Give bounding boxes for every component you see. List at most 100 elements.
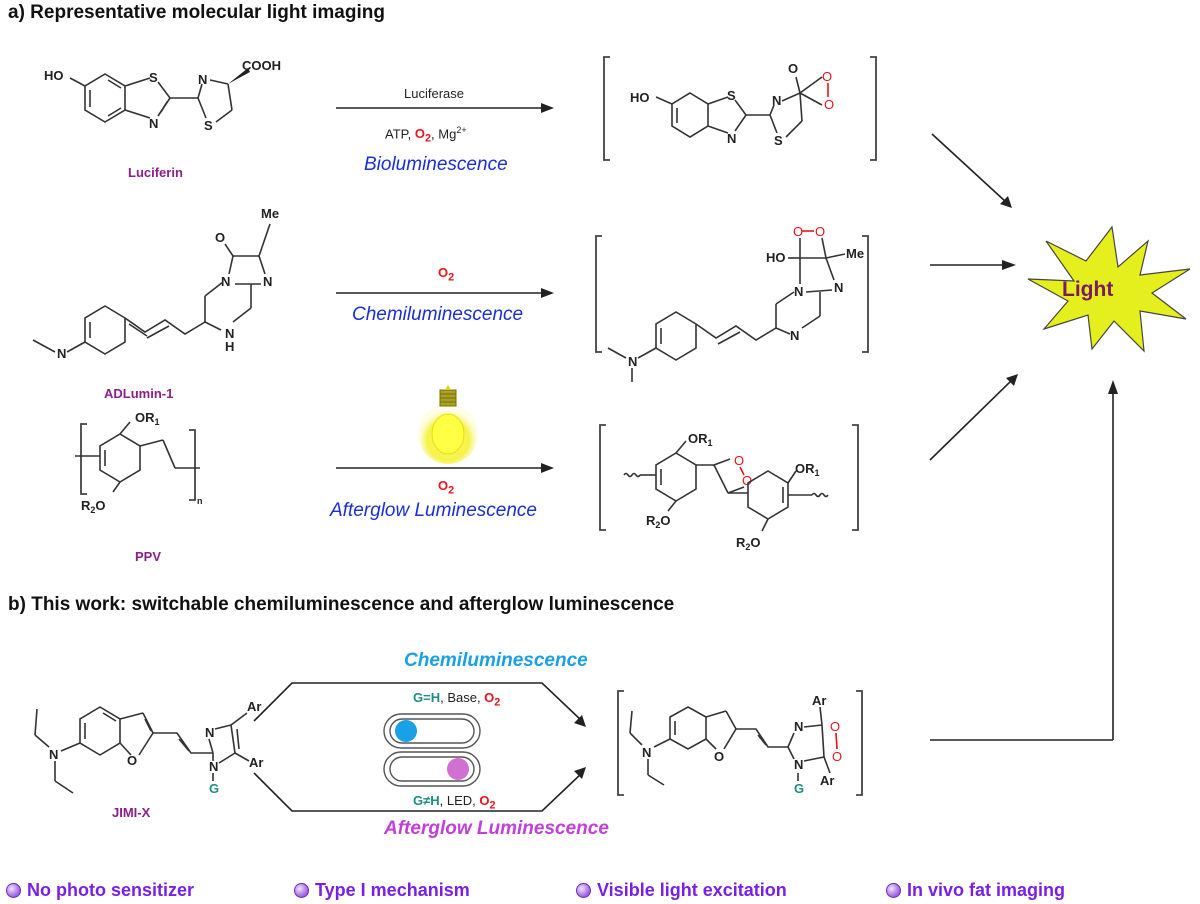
bullet-icon — [294, 883, 309, 898]
ppv-dioxetane-intermediate: OR1 R2O O O OR1 R2O — [599, 424, 859, 552]
atom-label: N — [57, 346, 66, 360]
atom-cooh: COOH — [242, 58, 281, 73]
jimi-x-structure: O N N Ar Ar N G — [34, 699, 263, 795]
text-fragment: Visible light excitation — [597, 880, 787, 900]
condition-luciferase: Luciferase — [404, 86, 464, 101]
atom-label: Ar — [249, 755, 263, 770]
atom-label: N — [205, 725, 214, 740]
condition-o2: O2 — [438, 265, 454, 284]
atom-or1: OR1 — [135, 410, 160, 427]
compound-label-adlumin: ADLumin-1 — [104, 386, 174, 401]
light-label: Light — [1062, 278, 1114, 301]
atom-label: S — [727, 88, 736, 103]
atom-label: O — [830, 719, 840, 734]
text-fragment: , Mg — [431, 126, 457, 142]
atom-label: HO — [630, 90, 650, 105]
bullet-icon — [886, 883, 901, 898]
atom-label: N — [834, 280, 843, 295]
atom-label: N — [221, 274, 230, 289]
atom-label: O — [742, 473, 752, 488]
text-fragment: O — [438, 478, 449, 493]
feature-item: In vivo fat imaging — [886, 880, 1065, 901]
atom-label: HO — [766, 250, 786, 265]
atom-label: N — [642, 745, 651, 760]
atom-label: N — [794, 284, 803, 299]
atom-label: N — [772, 93, 781, 108]
atom-label: G — [794, 781, 804, 796]
adlumin-dioxetane-intermediate: O O HO Me N N N N — [595, 224, 869, 382]
toggle-switch-icon — [383, 713, 481, 787]
atom-label: OR1 — [795, 461, 820, 478]
text-fragment: O — [479, 793, 490, 808]
reaction-arrow-2 — [336, 288, 554, 298]
atom-label: n — [197, 496, 203, 506]
atom-label: O — [215, 230, 225, 245]
atom-label: R — [81, 498, 91, 513]
atom-label: O — [750, 535, 760, 550]
atom-label: N — [794, 719, 803, 734]
atom-label: Ar — [812, 693, 826, 708]
mode-bioluminescence: Bioluminescence — [364, 154, 508, 175]
text-fragment: Type I mechanism — [315, 880, 470, 900]
section-a-heading: a) Representative molecular light imagin… — [8, 2, 385, 23]
mode-chemiluminescence: Chemiluminescence — [352, 304, 524, 325]
text-fragment: O — [438, 265, 449, 280]
bullet-icon — [6, 883, 21, 898]
text-fragment: O2 — [484, 690, 500, 709]
atom-label: OR1 — [688, 431, 713, 448]
atom-label: N — [794, 757, 803, 772]
atom-label: O — [127, 753, 137, 768]
text-fragment: , Base, — [440, 690, 485, 705]
atom-label: 2 — [655, 520, 660, 530]
atom-n2: N — [198, 72, 207, 87]
light-star-icon — [1027, 225, 1191, 353]
luciferin-dioxetanone-intermediate: HO S N N S O O O — [603, 56, 877, 161]
atom-n: N — [149, 116, 158, 131]
text-fragment: 2 — [494, 696, 501, 709]
condition-o2-afterglow: O2 — [438, 478, 454, 497]
atom-label: O — [822, 69, 832, 84]
reaction-arrow-1 — [336, 103, 554, 113]
atom-r2o: R2O — [81, 498, 106, 515]
compound-label-ppv: PPV — [135, 549, 162, 564]
text-fragment: In vivo fat imaging — [907, 880, 1066, 900]
luciferin-structure: HO S N N S COOH — [44, 58, 281, 133]
text-fragment: G≠H — [413, 793, 440, 808]
text-fragment: , LED, — [439, 793, 480, 808]
atom-label: OR — [135, 410, 155, 425]
ppv-structure: OR1 R2O n — [75, 410, 203, 515]
atom-label: N — [727, 131, 736, 146]
atom-label: 1 — [155, 417, 160, 427]
atom-label: R — [646, 513, 656, 528]
section-b-heading: b) This work: switchable chemiluminescen… — [8, 594, 675, 615]
jimi-dioxetane-intermediate: O N N Ar O O Ar N G — [617, 690, 863, 796]
atom-label: O — [832, 749, 842, 764]
feature-item: Type I mechanism — [294, 880, 470, 901]
atom-label: G — [209, 781, 219, 795]
reaction-arrow-3 — [336, 463, 554, 473]
atom-label: O — [815, 224, 825, 239]
condition-upper: G=H, Base, O2 — [413, 690, 500, 709]
adlumin-structure: Me O N N N H N — [32, 206, 279, 360]
text-fragment: 2+ — [456, 125, 467, 135]
feature-item: Visible light excitation — [576, 880, 787, 901]
text-fragment: ATP, — [385, 126, 415, 142]
atom-label: OR — [795, 461, 815, 476]
atom-label: 2 — [90, 505, 95, 515]
condition-atp-o2-mg: ATP, O2, Mg2+ — [385, 125, 467, 145]
text-fragment: 2 — [448, 484, 455, 497]
atom-label: R2O — [646, 513, 671, 530]
atom-label: N — [49, 747, 58, 762]
atom-label: N — [628, 354, 637, 369]
atom-label: O — [734, 453, 744, 468]
atom-label: O — [714, 749, 724, 764]
light-convergence-arrows — [929, 133, 1118, 741]
text-fragment: O — [414, 126, 425, 142]
atom-label: 1 — [815, 468, 820, 478]
atom-ho: HO — [44, 68, 64, 83]
text-fragment: G=H — [413, 690, 441, 705]
atom-label: N — [263, 274, 272, 289]
atom-label: Ar — [820, 773, 834, 788]
atom-s2: S — [204, 118, 213, 133]
text-fragment: No photo sensitizer — [27, 880, 195, 900]
